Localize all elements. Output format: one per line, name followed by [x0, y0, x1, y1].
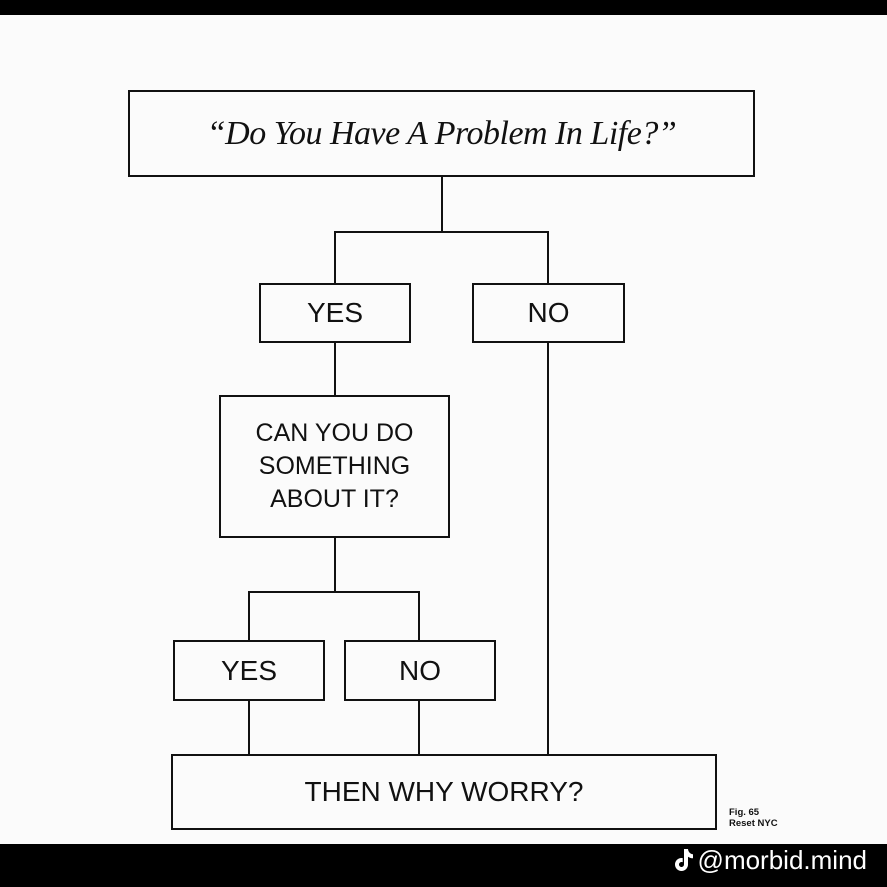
connector-line — [418, 700, 420, 755]
question-text: “Do You Have A Problem In Life?” — [206, 114, 677, 152]
figure-caption: Fig. 65 Reset NYC — [729, 807, 778, 829]
yes-box: YES — [259, 283, 411, 343]
conclusion-text: THEN WHY WORRY? — [304, 776, 584, 807]
followup-box: CAN YOU DO SOMETHING ABOUT IT? — [219, 395, 450, 538]
sub-yes-label: YES — [220, 654, 278, 686]
no-box: NO — [472, 283, 625, 343]
connector-line — [334, 231, 336, 284]
credit-handle: @morbid.mind — [697, 844, 867, 875]
connector-line — [248, 591, 420, 593]
connector-line — [248, 591, 250, 641]
credit-watermark: @morbid.mind — [674, 845, 867, 875]
tiktok-icon — [674, 847, 694, 873]
sub-no-box: NO — [344, 640, 496, 701]
connector-line — [334, 342, 336, 396]
connector-line — [334, 537, 336, 592]
no-label: NO — [527, 297, 570, 328]
sub-no-label: NO — [399, 654, 441, 686]
connector-line — [248, 700, 250, 755]
connector-line — [418, 591, 420, 641]
connector-line — [547, 342, 549, 755]
connector-line — [547, 231, 549, 284]
conclusion-box: THEN WHY WORRY? — [171, 754, 717, 830]
yes-label: YES — [306, 297, 364, 328]
connector-line — [441, 177, 443, 232]
sub-yes-box: YES — [173, 640, 325, 701]
followup-text: CAN YOU DO SOMETHING ABOUT IT? — [255, 419, 414, 513]
connector-line — [334, 231, 549, 233]
question-box: “Do You Have A Problem In Life?” — [128, 90, 755, 177]
